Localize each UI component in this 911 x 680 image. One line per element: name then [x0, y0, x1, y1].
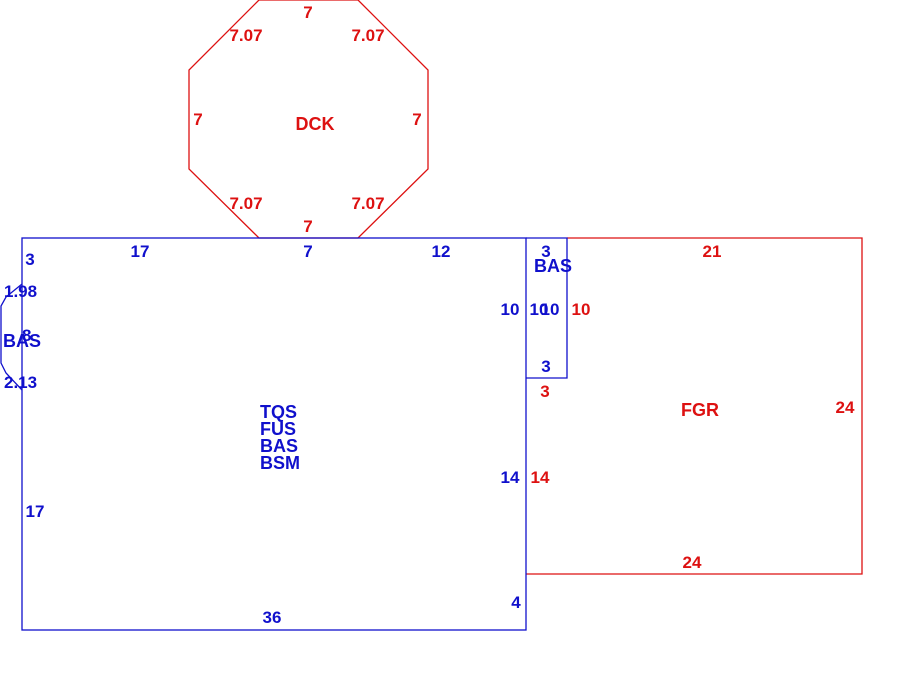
left-bay-dim-mid: 8 — [22, 326, 31, 345]
main-dim-top-mid: 7 — [303, 242, 312, 261]
garage-dim-top: 21 — [703, 242, 722, 261]
main-label-fus: FUS — [260, 419, 296, 439]
main-dim-left-bottom: 17 — [26, 502, 45, 521]
deck-dim-left: 7 — [193, 110, 202, 129]
side-bay-dim-left: 10 — [530, 300, 549, 319]
left-bay-label: BAS — [3, 331, 41, 351]
side-bay-dim-right: 10 — [541, 300, 560, 319]
side-bay-label: BAS — [534, 256, 572, 276]
left-bay-outline — [0, 283, 23, 391]
main-dim-top-left: 17 — [131, 242, 150, 261]
deck-dim-top-right: 7.07 — [351, 26, 384, 45]
deck-label: DCK — [296, 114, 335, 134]
deck-dim-right: 7 — [412, 110, 421, 129]
left-bay-dim-top: 1.98 — [4, 282, 37, 301]
main-label-bsm: BSM — [260, 453, 300, 473]
left-bay-dim-bottom: 2.13 — [4, 373, 37, 392]
main-dim-top-right: 12 — [432, 242, 451, 261]
side-bay-dim-bottom: 3 — [541, 357, 550, 376]
main-dim-right-upper: 10 — [501, 300, 520, 319]
garage-dim-right: 24 — [836, 398, 855, 417]
main-label-bas: BAS — [260, 436, 298, 456]
side-bay-dim-top: 3 — [541, 242, 550, 261]
side-bay-outline — [526, 237, 568, 379]
garage-dim-left-upper: 10 — [572, 300, 591, 319]
main-dim-right-lower: 14 — [501, 468, 520, 487]
main-area — [21, 237, 527, 631]
garage-dim-bottom: 24 — [683, 553, 702, 572]
deck-dim-top: 7 — [303, 3, 312, 22]
garage-label: FGR — [681, 400, 719, 420]
garage-outline — [526, 237, 863, 575]
main-dim-left-top: 3 — [25, 250, 34, 269]
garage-dim-left-small: 3 — [540, 382, 549, 401]
deck-dim-bottom-left: 7.07 — [229, 194, 262, 213]
garage-dim-left-lower: 14 — [531, 468, 550, 487]
main-dim-bottom: 36 — [263, 608, 282, 627]
deck-dim-bottom-right: 7.07 — [351, 194, 384, 213]
garage-area — [526, 237, 863, 575]
deck-dim-top-left: 7.07 — [229, 26, 262, 45]
main-dim-bottom-right: 4 — [511, 593, 521, 612]
left-bay-area — [0, 283, 23, 391]
side-bay-area — [526, 237, 568, 379]
main-outline — [21, 237, 527, 631]
deck-dim-bottom: 7 — [303, 217, 312, 236]
main-label-tqs: TQS — [260, 402, 297, 422]
